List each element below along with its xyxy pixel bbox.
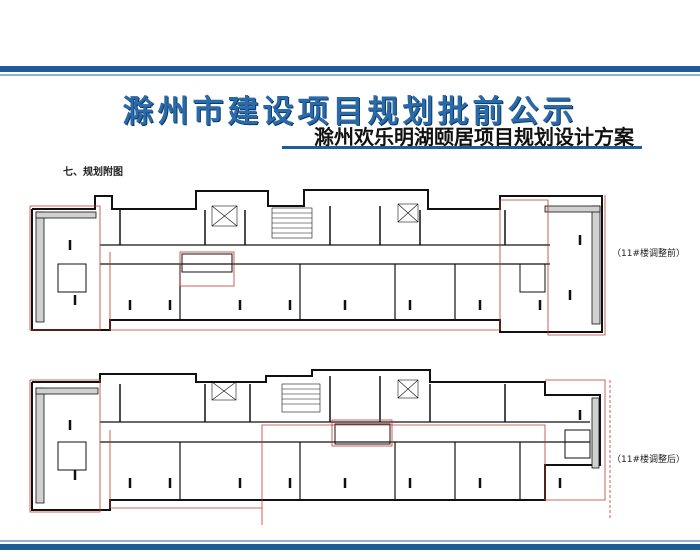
section-title: 七、规划附图 — [63, 167, 123, 178]
top-blue-band — [0, 66, 700, 72]
floor-plan-before — [31, 189, 603, 333]
label-after-adjustment: （11#楼调整后） — [612, 455, 685, 465]
revision-outline-after — [29, 379, 611, 525]
revision-outline-before — [29, 195, 606, 336]
project-subtitle: 滁州欢乐明湖颐居项目规划设计方案 — [314, 125, 634, 149]
bottom-blue-band — [0, 544, 700, 550]
top-light-band — [0, 74, 700, 76]
main-title: 滁州市建设项目规划批前公示 — [122, 94, 578, 130]
subtitle-underline — [282, 146, 642, 149]
floor-plan-after — [31, 369, 601, 511]
bottom-light-band — [0, 540, 700, 542]
label-before-adjustment: （11#楼调整前） — [612, 249, 685, 259]
